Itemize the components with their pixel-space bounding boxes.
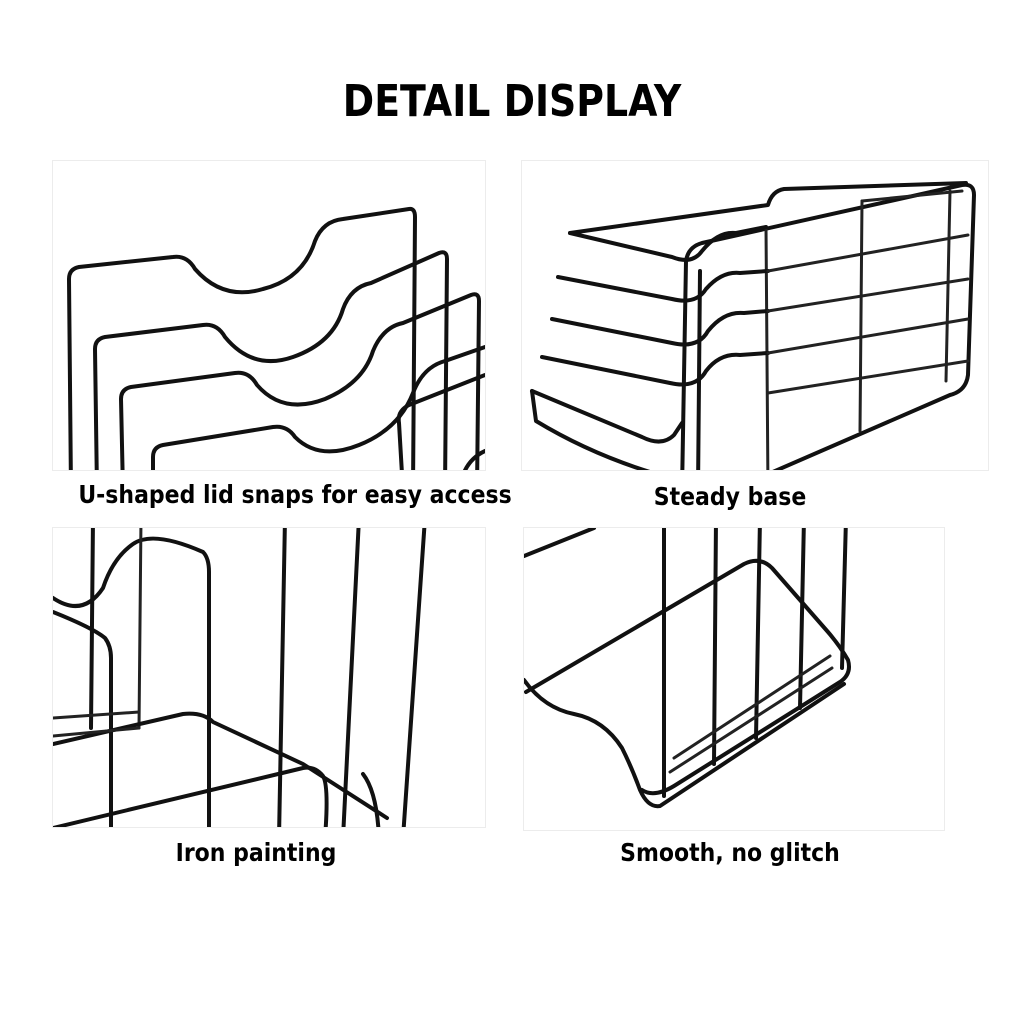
caption-lid-snaps: U-shaped lid snaps for easy access <box>78 480 512 509</box>
rack-side-view-image <box>521 160 989 471</box>
lid-slots-wire-drawing <box>67 206 485 470</box>
base-wire-closeup-image <box>523 527 945 831</box>
caption-smooth-no-glitch: Smooth, no glitch <box>620 838 840 867</box>
wire-frame-closeup-image <box>52 527 486 828</box>
rack-side-wire-drawing <box>530 181 976 470</box>
base-wire-drawing <box>524 528 851 809</box>
wire-frame-wire-drawing <box>53 528 427 827</box>
lid-slots-closeup-image <box>52 160 486 471</box>
page-title: DETAIL DISPLAY <box>342 76 682 127</box>
caption-steady-base: Steady base <box>653 482 807 511</box>
caption-iron-painting: Iron painting <box>175 838 337 867</box>
